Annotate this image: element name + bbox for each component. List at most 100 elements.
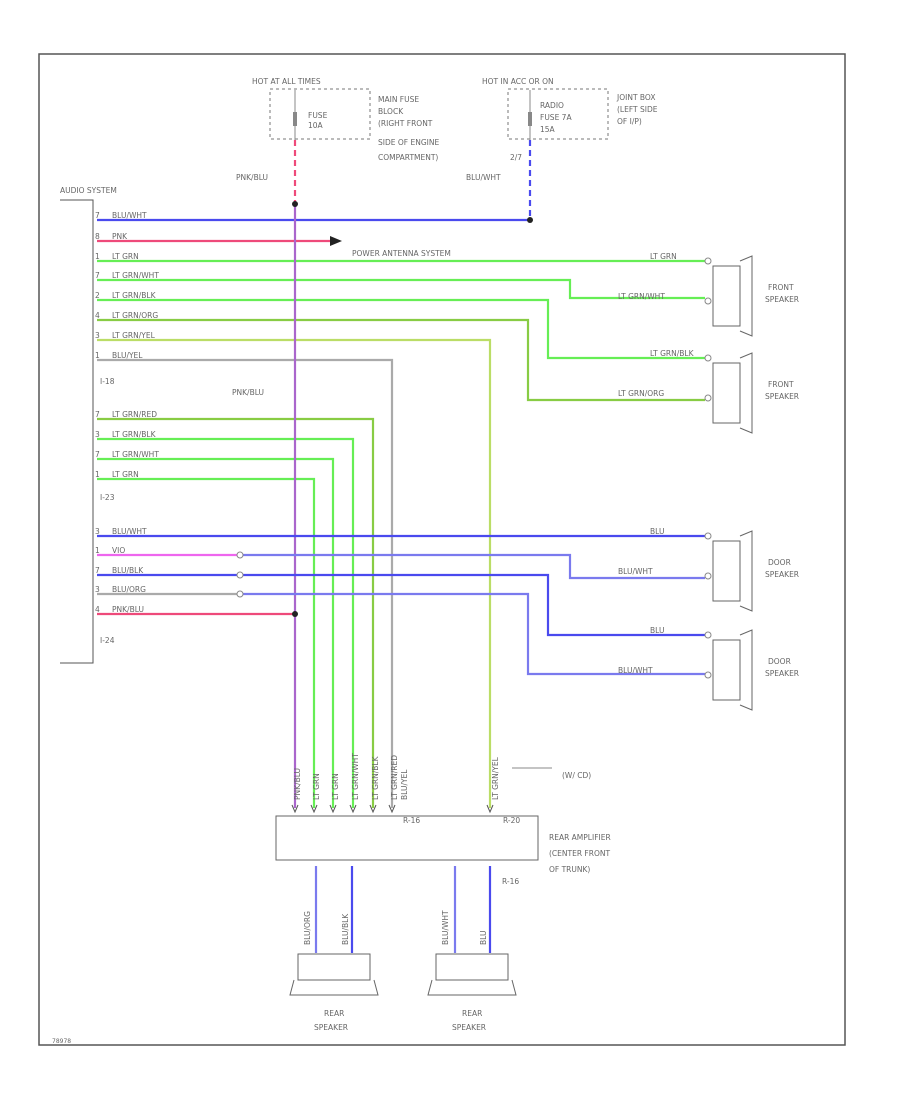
speaker-front_top-wire-1: LT GRN xyxy=(650,252,677,261)
audio-c1-wire-label: BLU/YEL xyxy=(112,351,143,360)
audio-c1-label: I-18 xyxy=(100,377,115,386)
speaker-cone xyxy=(739,352,753,434)
amp-conn2: R-20 xyxy=(503,816,520,825)
splice-fuse-left xyxy=(292,201,298,207)
fuse-left-desc-3: (RIGHT FRONT xyxy=(378,119,433,128)
speaker-door_top-wire-2: BLU/WHT xyxy=(618,567,653,576)
wire-lt-grn-wht-front1 xyxy=(97,278,705,300)
diagram-code: 78978 xyxy=(52,1038,71,1045)
wire-lt-grn-org-front2 xyxy=(97,318,705,402)
amp-name-1: REAR AMPLIFIER xyxy=(549,833,611,842)
amp-wire-label: LT GRN/WHT xyxy=(351,753,360,800)
connector-joint xyxy=(236,551,244,559)
fuse-left-desc-5: COMPARTMENT) xyxy=(378,153,438,162)
fuse-right-fuse-2: FUSE 7A xyxy=(540,113,572,122)
amp-wire-label: LT GRN xyxy=(331,773,340,800)
speaker-cone xyxy=(739,629,753,711)
audio-c2-wire-label: LT GRN xyxy=(112,470,139,479)
speaker-body xyxy=(712,639,741,701)
speaker-terminal xyxy=(704,572,712,580)
audio-mid-label: PNK/BLU xyxy=(232,388,264,397)
amp-conn1: R-16 xyxy=(403,816,420,825)
audio-c3-wire-label: BLU/BLK xyxy=(112,566,144,575)
speaker-cone xyxy=(427,979,517,996)
speaker-rear_left-wire-1: BLU/ORG xyxy=(303,911,312,945)
speaker-front_bottom-wire-2: LT GRN/ORG xyxy=(618,389,664,398)
fuse-block-left: HOT AT ALL TIMES FUSE 10A MAIN FUSE BLOC… xyxy=(236,77,439,182)
audio-title: AUDIO SYSTEM xyxy=(60,186,117,195)
wire-lt-grn-red-amp xyxy=(97,417,375,808)
antenna-arrow xyxy=(330,236,342,246)
amp-side-label: (W/ CD) xyxy=(562,771,591,780)
audio-c2-wire-label: LT GRN/BLK xyxy=(112,430,157,439)
audio-pin-number: 7 xyxy=(95,271,100,280)
speaker-door_top-wire-1: BLU xyxy=(650,527,664,536)
splice-dots xyxy=(236,201,533,617)
audio-system-unit: AUDIO SYSTEM I-18 I-23 I-24 PNK/BLU POWE… xyxy=(60,186,451,664)
audio-c1-wire-label: LT GRN/WHT xyxy=(112,271,159,280)
fuse-block-right: HOT IN ACC OR ON RADIO FUSE 7A 15A JOINT… xyxy=(466,77,658,182)
speaker-cone xyxy=(739,255,753,337)
splice-fuse-right xyxy=(527,217,533,223)
wire-lt-grn-blk-amp xyxy=(97,437,355,808)
speaker-front_top-name-2: SPEAKER xyxy=(765,295,799,304)
fuse-left-desc-1: MAIN FUSE xyxy=(378,95,419,104)
speaker-rear_right-name-2: SPEAKER xyxy=(452,1023,486,1032)
speaker-terminal xyxy=(704,354,712,362)
amp-name-2: (CENTER FRONT xyxy=(549,849,610,858)
audio-c3-wire-label: VIO xyxy=(112,546,125,555)
speaker-door_bottom-name-2: SPEAKER xyxy=(765,669,799,678)
speaker-cone xyxy=(289,979,379,996)
fuse-left-fuse-2: 10A xyxy=(308,121,324,130)
audio-c3-wire-label: BLU/ORG xyxy=(112,585,146,594)
speaker-door_top-name-1: DOOR xyxy=(768,558,791,567)
audio-c2-wire-label: LT GRN/WHT xyxy=(112,450,159,459)
speaker-body xyxy=(297,953,371,981)
amp-input-arrow xyxy=(310,804,318,814)
speaker-rear_right-wire-2: BLU xyxy=(479,931,488,945)
fuse-right-wire-label: BLU/WHT xyxy=(466,173,501,182)
audio-c3-label: I-24 xyxy=(100,636,115,645)
audio-c1-wire-label: LT GRN xyxy=(112,252,139,261)
speaker-terminal xyxy=(704,394,712,402)
speaker-body xyxy=(712,265,741,327)
audio-c2-label: I-23 xyxy=(100,493,115,502)
fuse-right-title: HOT IN ACC OR ON xyxy=(482,77,554,86)
amp-input-arrow xyxy=(291,804,299,814)
splice-i24 xyxy=(292,611,298,617)
amp-out-label: R-16 xyxy=(502,877,519,886)
fuse-left-desc-4: SIDE OF ENGINE xyxy=(378,138,439,147)
wire-blu-blk-door2 xyxy=(97,573,705,637)
speaker-rear_left-name-1: REAR xyxy=(324,1009,344,1018)
speaker-terminal xyxy=(704,671,712,679)
fuse-left-fuse-1: FUSE xyxy=(308,111,328,120)
speaker-body xyxy=(712,540,741,602)
speaker-terminal xyxy=(704,532,712,540)
wire-lt-grn-yel-amp xyxy=(97,338,492,808)
speaker-cone xyxy=(739,530,753,612)
amp-wire-label: LT GRN/RED xyxy=(390,755,399,800)
amp-input-arrow xyxy=(486,804,494,814)
wire-blu-yel-amp xyxy=(97,358,394,808)
audio-c1-wire-label: BLU/WHT xyxy=(112,211,147,220)
audio-pin-number: 2 xyxy=(95,291,100,300)
fuse-right-fuse-3: 15A xyxy=(540,125,556,134)
speaker-rear_right-name-1: REAR xyxy=(462,1009,482,1018)
rear-amplifier: R-16 R-20 REAR AMPLIFIER (CENTER FRONT O… xyxy=(275,767,611,886)
wire-blu-org-door2 xyxy=(240,592,705,676)
speaker-rear_left-name-2: SPEAKER xyxy=(314,1023,348,1032)
speaker-front_bottom-wire-1: LT GRN/BLK xyxy=(650,349,695,358)
connector-joint xyxy=(236,590,244,598)
audio-c3-wire-label: PNK/BLU xyxy=(112,605,144,614)
speaker-door_top-name-2: SPEAKER xyxy=(765,570,799,579)
audio-pin-number: 1 xyxy=(95,252,100,261)
wire-lt-grn-amp xyxy=(97,477,316,808)
audio-c3-wire-label: BLU/WHT xyxy=(112,527,147,536)
